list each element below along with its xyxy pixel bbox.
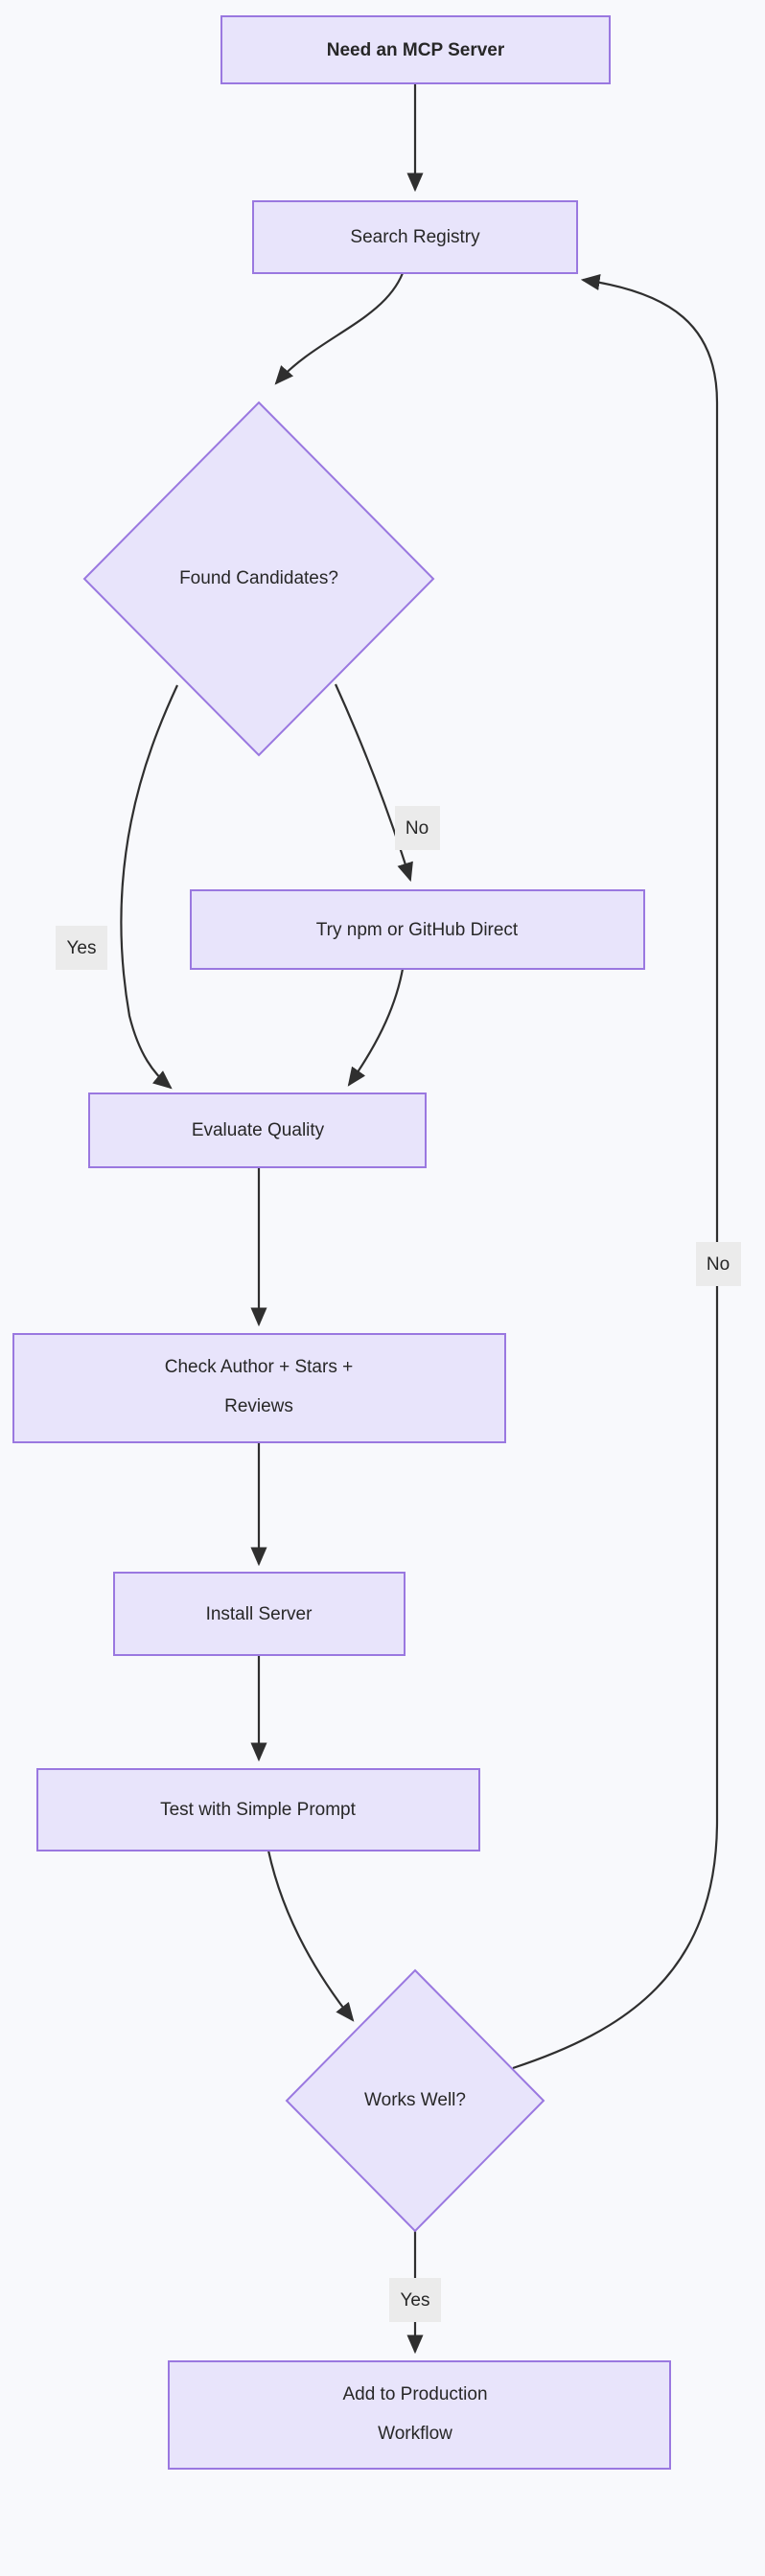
node-works-well[interactable]: Works Well? [285, 1968, 545, 2233]
edge-label-found-yes-bg [56, 926, 107, 970]
node-install-server-shape[interactable] [113, 1572, 406, 1656]
node-evaluate-quality-shape[interactable] [88, 1092, 427, 1168]
node-search-registry[interactable]: Search Registry [252, 200, 578, 274]
node-check-author-stars-reviews-shape[interactable] [12, 1333, 506, 1443]
node-test-with-simple-prompt[interactable]: Test with Simple Prompt [36, 1768, 480, 1852]
edges-layer [120, 83, 719, 2355]
edge-search-to-found [274, 272, 405, 385]
node-try-npm-or-github-direct-label: Try npm or GitHub Direct [316, 920, 519, 940]
node-add-to-production-workflow-label-line2: Workflow [378, 2424, 452, 2444]
node-test-with-simple-prompt-label: Test with Simple Prompt [160, 1800, 357, 1820]
node-check-author-stars-reviews-label-line1: Check Author + Stars + [165, 1357, 353, 1377]
edge-label-found-yes-text: Yes [67, 938, 97, 958]
node-works-well-label: Works Well? [364, 2090, 466, 2110]
edge-labels-layer: Yes No No Yes [56, 806, 741, 2322]
edge-label-works-yes-text: Yes [401, 2290, 430, 2311]
node-need-an-mcp-server-label: Need an MCP Server [327, 40, 505, 60]
node-add-to-production-workflow-shape[interactable] [168, 2360, 671, 2470]
node-add-to-production-workflow-label-line1: Add to Production [342, 2384, 487, 2404]
node-need-an-mcp-server[interactable]: Need an MCP Server [220, 15, 611, 84]
node-check-author-stars-reviews[interactable]: Check Author + Stars + Reviews [12, 1333, 506, 1443]
edge-label-works-yes-bg [389, 2278, 441, 2322]
node-try-npm-or-github-direct-shape[interactable] [190, 889, 645, 970]
edge-label-found-no-text: No [406, 818, 429, 839]
edge-test-to-works [267, 1850, 355, 2022]
edge-label-works-yes: Yes [389, 2278, 441, 2322]
node-test-with-simple-prompt-shape[interactable] [36, 1768, 480, 1852]
edge-works-to-search-no [512, 273, 719, 2070]
node-search-registry-shape[interactable] [252, 200, 578, 274]
edge-found-to-evaluate-yes [120, 684, 178, 1090]
edge-label-found-yes: Yes [56, 926, 107, 970]
node-install-server-label: Install Server [206, 1604, 313, 1624]
node-add-to-production-workflow[interactable]: Add to Production Workflow [168, 2360, 671, 2470]
node-search-registry-label: Search Registry [350, 227, 480, 247]
nodes-layer: Need an MCP Server Search Registry Found… [12, 15, 671, 2470]
node-found-candidates-label: Found Candidates? [179, 568, 338, 588]
edge-npm-to-evaluate [347, 968, 405, 1087]
node-evaluate-quality[interactable]: Evaluate Quality [88, 1092, 427, 1168]
edge-label-found-no-bg [395, 806, 440, 850]
node-try-npm-or-github-direct[interactable]: Try npm or GitHub Direct [190, 889, 645, 970]
node-evaluate-quality-label: Evaluate Quality [192, 1120, 325, 1140]
edge-label-works-no-text: No [707, 1254, 730, 1275]
node-check-author-stars-reviews-label-line2: Reviews [224, 1396, 293, 1416]
node-found-candidates-shape[interactable] [82, 401, 435, 757]
edge-label-found-no: No [395, 806, 440, 850]
edge-label-works-no: No [696, 1242, 741, 1286]
edge-found-to-npm-no [334, 683, 413, 883]
edge-label-works-no-bg [696, 1242, 741, 1286]
node-install-server[interactable]: Install Server [113, 1572, 406, 1656]
node-works-well-shape[interactable] [285, 1968, 545, 2233]
node-need-an-mcp-server-shape[interactable] [220, 15, 611, 84]
node-found-candidates[interactable]: Found Candidates? [82, 401, 435, 757]
